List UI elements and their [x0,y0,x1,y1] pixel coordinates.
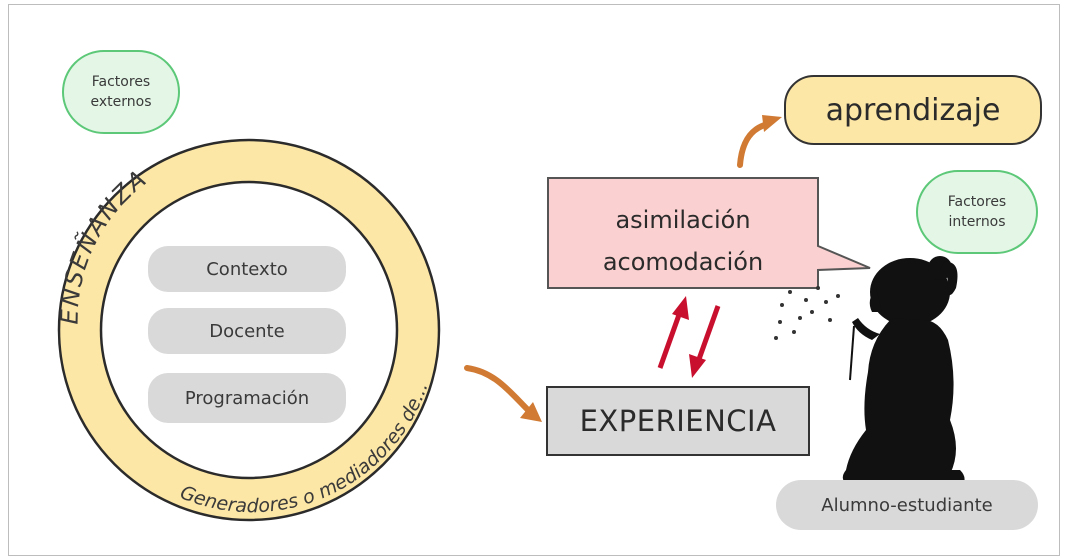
factores-internos-line1: Factores [947,194,1007,210]
ring-to-experiencia-arrow [464,365,531,413]
ring-item-contexto: Contexto [148,246,346,292]
ring-item-docente: Docente [148,308,346,354]
factores-externos-bubble: Factores externos [62,50,180,134]
factores-internos-bubble: Factores internos [916,170,1038,254]
alumno-estudiante-label: Alumno-estudiante [776,480,1038,530]
experiencia-up-arrow [657,311,683,369]
dandelion-seeds-icon [774,286,840,340]
callout-to-aprendizaje-arrowhead [762,115,782,132]
callout-line2: acomodación [602,248,764,276]
callout-text: asimilación acomodación [548,192,818,290]
callout-line1: asimilación [615,206,751,234]
experiencia-down-arrowhead [689,354,706,378]
asimilacion-callout [547,177,871,289]
ring-item-programacion: Programación [148,373,346,423]
dandelion-icon [849,325,855,381]
aprendizaje-box: aprendizaje [784,75,1042,145]
experiencia-box: EXPERIENCIA [546,386,810,456]
figure-frame [8,4,1060,556]
girl-silhouette-icon [842,256,965,486]
factores-externos-line2: externos [90,94,152,110]
experiencia-down-arrow [695,305,721,363]
factores-internos-line2: internos [948,214,1006,230]
factores-externos-line1: Factores [91,74,151,90]
ring-to-experiencia-arrowhead [520,402,542,422]
experiencia-up-arrowhead [672,296,689,320]
